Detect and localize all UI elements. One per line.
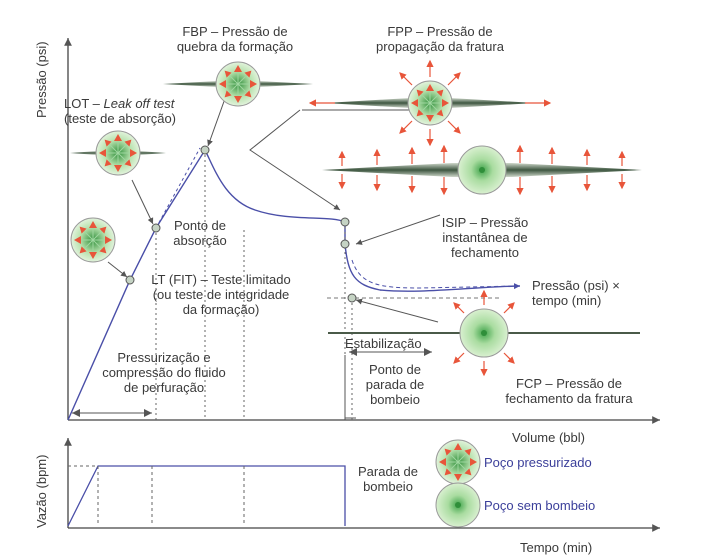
bottom-x-axis-label: Tempo (min) (520, 540, 593, 555)
pressure-time-curve (351, 259, 521, 290)
open-fracture-icon (322, 144, 642, 196)
curve-points (125, 145, 357, 303)
lt-well-icon (70, 217, 116, 263)
flow-guide-lines (68, 465, 245, 526)
bottom-chart-axes (64, 438, 660, 532)
top-y-axis-label: Pressão (psi) (34, 41, 49, 118)
flow-rate-curve (67, 465, 346, 527)
stabilization-range-arrow (349, 348, 432, 356)
fpp-fracture-icon (308, 59, 552, 147)
lot-label: LOT – Leak off test (teste de absorção) (64, 96, 177, 126)
ponto-parada-label: Ponto de parada de bombeio (365, 362, 425, 407)
estabilizacao-label: Estabilização (345, 336, 422, 351)
top-x-axis-label: Volume (bbl) (512, 430, 585, 445)
pressure-time-label: Pressão (psi) × tempo (min) (532, 278, 620, 308)
lot-well-icon (70, 130, 166, 176)
pressurized-well-icon (435, 439, 481, 485)
ponto-absorcao-label: Ponto de absorção (173, 218, 227, 248)
pressurization-range-arrow (72, 409, 152, 417)
legend-sem-bombeio-label: Poço sem bombeio (484, 498, 596, 513)
fcp-fracture-icon (328, 289, 640, 377)
parada-bombeio-label: Parada de bombeio (358, 464, 418, 494)
unpumped-well-icon (435, 482, 481, 528)
top-chart-axes (64, 38, 660, 424)
fpp-label: FPP – Pressão de propagação da fratura (376, 24, 504, 54)
bottom-y-axis-label: Vazão (bpm) (34, 454, 49, 528)
lot-extrapolation-line (155, 147, 201, 229)
fbp-fracture-icon (163, 61, 313, 107)
lt-fit-label: LT (FIT) – Teste limitado (ou teste de i… (151, 272, 291, 317)
fbp-label: FBP – Pressão de quebra da formação (176, 24, 294, 54)
fcp-label: FCP – Pressão de fechamento da fratura (505, 376, 633, 406)
pressurizacao-label: Pressurização e compressão do fluido de … (102, 350, 226, 395)
legend-pressurizado-label: Poço pressurizado (484, 455, 592, 470)
isip-label: ISIP – Pressão instantânea de fechamento (441, 215, 529, 260)
